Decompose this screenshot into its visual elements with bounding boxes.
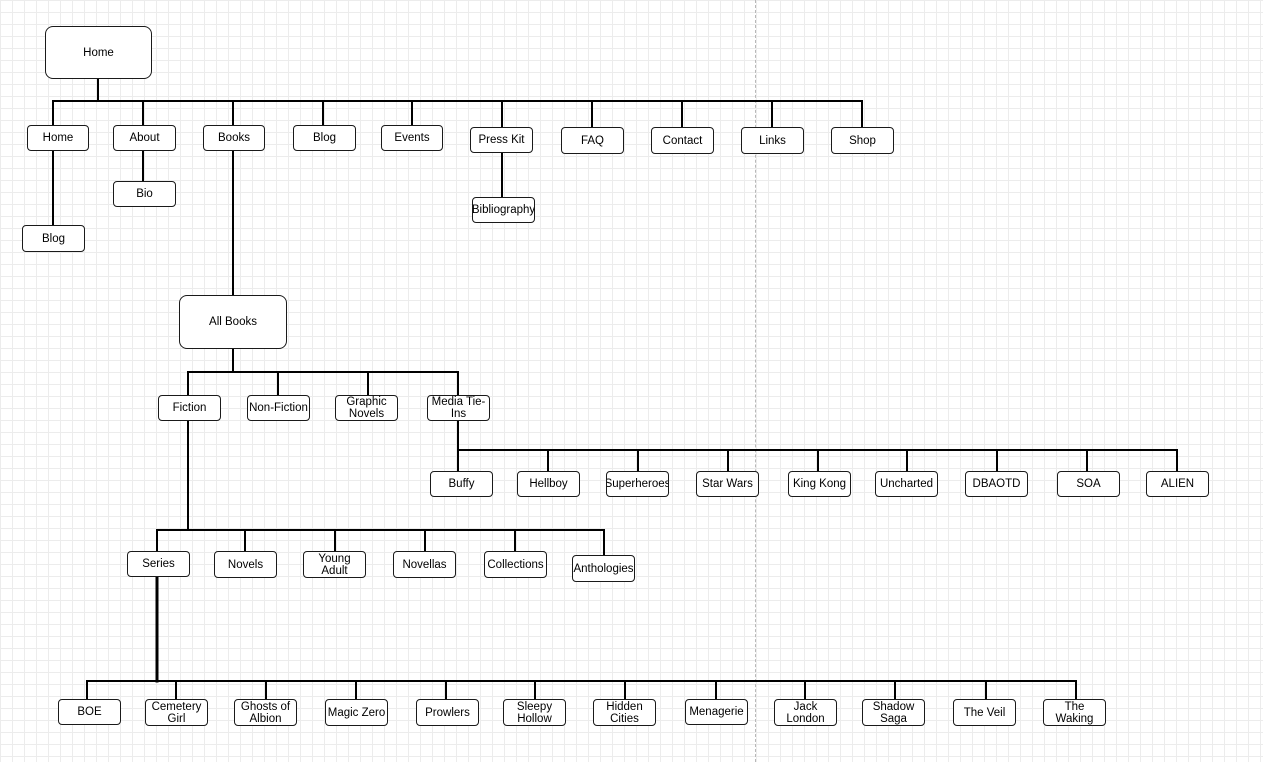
node-home-blog[interactable]: Blog xyxy=(22,225,85,252)
node-about[interactable]: About xyxy=(113,125,176,151)
node-bibliography[interactable]: Bibliography xyxy=(472,197,535,223)
node-the-veil[interactable]: The Veil xyxy=(953,699,1016,726)
node-home[interactable]: Home xyxy=(27,125,89,151)
node-prowlers[interactable]: Prowlers xyxy=(416,699,479,726)
node-the-waking[interactable]: The Waking xyxy=(1043,699,1106,726)
node-links[interactable]: Links xyxy=(741,127,804,154)
node-shop[interactable]: Shop xyxy=(831,127,894,154)
page-break-guide xyxy=(755,0,756,762)
node-events[interactable]: Events xyxy=(381,125,443,151)
node-novellas[interactable]: Novellas xyxy=(393,551,456,578)
node-hellboy[interactable]: Hellboy xyxy=(517,471,580,497)
node-non-fiction[interactable]: Non-Fiction xyxy=(247,395,310,421)
node-fiction[interactable]: Fiction xyxy=(158,395,221,421)
node-hidden-cities[interactable]: Hidden Cities xyxy=(593,699,656,726)
node-sleepy-hollow[interactable]: Sleepy Hollow xyxy=(503,699,566,726)
node-press-kit[interactable]: Press Kit xyxy=(470,127,533,153)
node-superheroes[interactable]: Superheroes xyxy=(606,471,669,497)
node-ghosts-of-albion[interactable]: Ghosts of Albion xyxy=(234,699,297,726)
node-media-tie-ins[interactable]: Media Tie- Ins xyxy=(427,395,490,421)
node-bio[interactable]: Bio xyxy=(113,181,176,207)
node-boe[interactable]: BOE xyxy=(58,699,121,725)
node-buffy[interactable]: Buffy xyxy=(430,471,493,497)
node-contact[interactable]: Contact xyxy=(651,127,714,154)
node-all-books[interactable]: All Books xyxy=(179,295,287,349)
node-king-kong[interactable]: King Kong xyxy=(788,471,851,497)
node-blog[interactable]: Blog xyxy=(293,125,356,151)
node-alien[interactable]: ALIEN xyxy=(1146,471,1209,497)
node-uncharted[interactable]: Uncharted xyxy=(875,471,938,497)
node-series[interactable]: Series xyxy=(127,551,190,577)
node-menagerie[interactable]: Menagerie xyxy=(685,699,748,725)
node-home-root[interactable]: Home xyxy=(45,26,152,79)
node-books[interactable]: Books xyxy=(203,125,265,151)
node-magic-zero[interactable]: Magic Zero xyxy=(325,699,388,726)
node-faq[interactable]: FAQ xyxy=(561,127,624,154)
node-dbaotd[interactable]: DBAOTD xyxy=(965,471,1028,497)
node-jack-london[interactable]: Jack London xyxy=(774,699,837,726)
node-novels[interactable]: Novels xyxy=(214,551,277,578)
node-anthologies[interactable]: Anthologies xyxy=(572,555,635,582)
node-graphic-novels[interactable]: Graphic Novels xyxy=(335,395,398,421)
node-cemetery-girl[interactable]: Cemetery Girl xyxy=(145,699,208,726)
node-shadow-saga[interactable]: Shadow Saga xyxy=(862,699,925,726)
node-soa[interactable]: SOA xyxy=(1057,471,1120,497)
node-star-wars[interactable]: Star Wars xyxy=(696,471,759,497)
node-collections[interactable]: Collections xyxy=(484,551,547,578)
node-young-adult[interactable]: Young Adult xyxy=(303,551,366,578)
